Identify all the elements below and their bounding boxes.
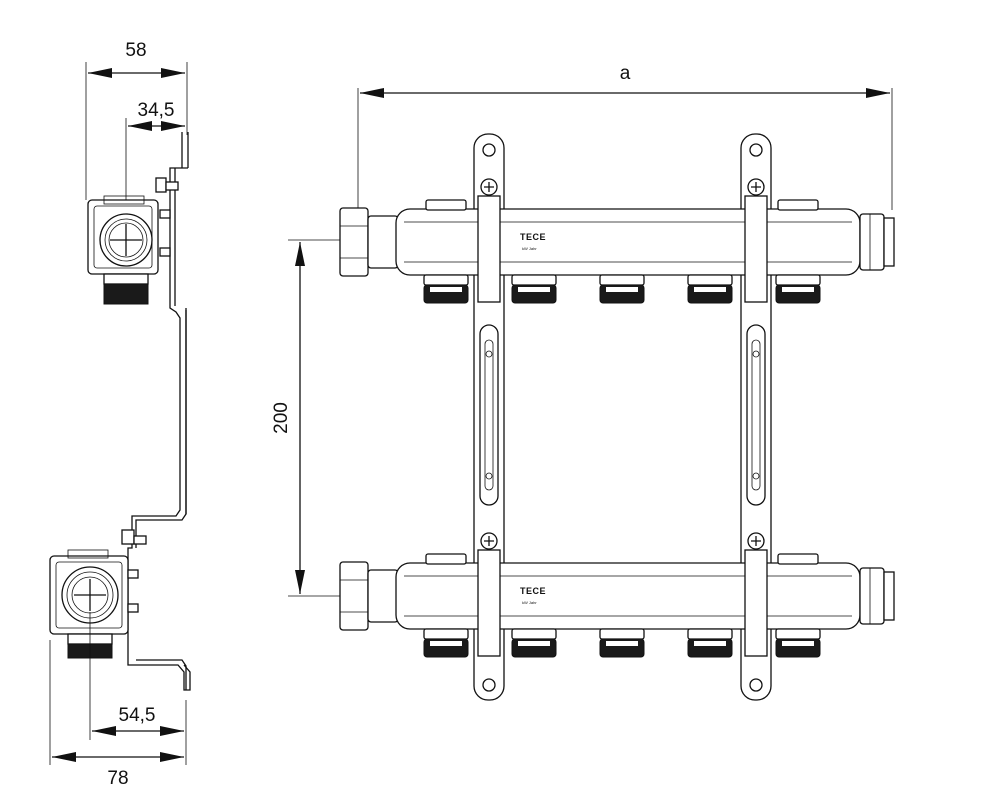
dimension-78: 78 [49, 640, 184, 789]
dimension-58: 58 [85, 40, 188, 200]
manifold-bar-bottom: TECE kW Jahr [339, 532, 895, 657]
dimension-label-200: 200 [271, 402, 292, 434]
top-outlet-3 [599, 274, 645, 304]
brand-label-top: TECE [520, 232, 546, 242]
brand-label-bottom: TECE [520, 586, 546, 596]
top-outlet-5 [775, 274, 821, 304]
bottom-outlet-4 [687, 628, 733, 658]
dimension-label-54-5: 54,5 [119, 705, 156, 726]
dimension-label-78: 78 [107, 768, 128, 789]
top-outlet-2 [511, 274, 557, 304]
dimension-200: 200 [271, 239, 340, 597]
brand-sub-top: kW Jahr [522, 246, 537, 251]
dimension-a: a [357, 63, 893, 210]
lower-bar-side-section [49, 529, 147, 659]
outlets-top [423, 274, 821, 304]
front-view: a 200 [271, 63, 895, 701]
bottom-outlet-1 [423, 628, 469, 658]
dimension-label-58: 58 [125, 40, 146, 61]
dimension-label-34-5: 34,5 [138, 100, 175, 121]
upper-bar-side-section [87, 177, 179, 305]
brand-sub-bottom: kW Jahr [522, 600, 537, 605]
outlets-bottom [423, 628, 821, 658]
dimension-label-a: a [620, 63, 631, 84]
top-outlet-1 [423, 274, 469, 304]
side-view: 58 34,5 [49, 40, 191, 789]
bottom-outlet-3 [599, 628, 645, 658]
bottom-outlet-2 [511, 628, 557, 658]
dimension-54-5: 54,5 [89, 612, 187, 765]
top-outlet-4 [687, 274, 733, 304]
bottom-outlet-5 [775, 628, 821, 658]
